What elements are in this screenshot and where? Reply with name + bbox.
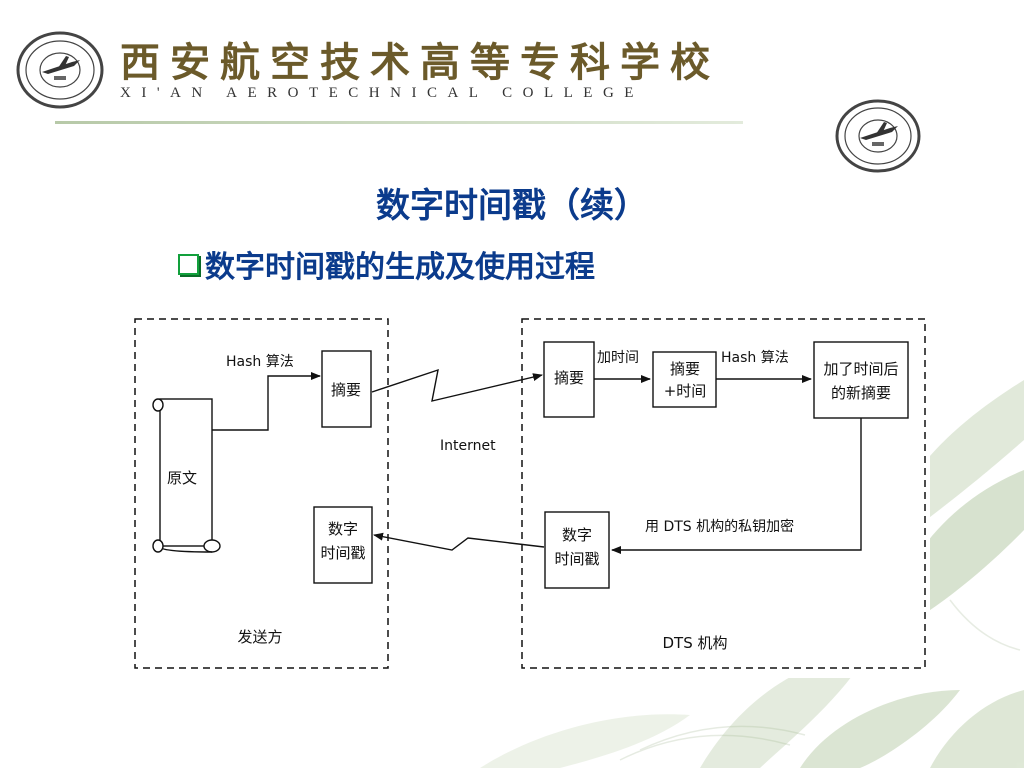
dts-timestamp-box [544, 511, 610, 589]
college-name-english: XI'AN AEROTECHNICAL COLLEGE [120, 85, 644, 101]
sender-timestamp-line1: 数字 [328, 520, 358, 538]
sender-region [134, 318, 389, 669]
dts-region [521, 318, 926, 669]
new-digest-line2: 的新摘要 [831, 384, 891, 402]
hash-algorithm-label-1: Hash 算法 [226, 354, 294, 370]
encrypt-label: 用 DTS 机构的私钥加密 [645, 518, 794, 535]
encrypt-arrow [611, 418, 862, 554]
college-seal-logo-right [834, 98, 922, 174]
header-divider [55, 121, 743, 124]
original-document-scroll [152, 398, 221, 553]
sender-digest-box [321, 350, 372, 428]
internet-label: Internet [440, 438, 496, 454]
college-seal-logo [14, 30, 106, 110]
timestamp-flow-diagram: 原文 摘要 Hash 算法 数字 时间戳 Internet 摘要 加时间 摘要 … [120, 302, 930, 678]
dts-timestamp-line1: 数字 [562, 526, 592, 544]
bullet-point: 数字时间戳的生成及使用过程 [178, 242, 595, 286]
college-name-chinese: 西安航空技术高等专科学校 [120, 39, 720, 86]
hash-algorithm-label-2: Hash 算法 [721, 350, 789, 366]
sender-timestamp-line2: 时间戳 [320, 544, 365, 562]
add-time-label: 加时间 [597, 350, 639, 366]
digest-plus-time-line2: +时间 [664, 382, 707, 400]
digest-plus-time-box [652, 351, 717, 408]
original-document-label: 原文 [167, 469, 197, 487]
digest-plus-time-line1: 摘要 [670, 360, 700, 378]
internet-arrow-to-sender [373, 532, 545, 551]
bullet-text: 数字时间戳的生成及使用过程 [205, 250, 595, 285]
internet-arrow-to-dts [371, 368, 543, 402]
hash-arrow-1 [212, 372, 321, 431]
new-digest-box [813, 341, 909, 419]
dts-region-label: DTS 机构 [662, 634, 727, 652]
new-digest-line1: 加了时间后 [823, 360, 898, 378]
dts-timestamp-line2: 时间戳 [554, 550, 599, 568]
dts-digest-label: 摘要 [554, 369, 584, 387]
checkbox-bullet-icon [178, 254, 199, 275]
sender-region-label: 发送方 [237, 628, 282, 646]
sender-digest-label: 摘要 [331, 381, 361, 399]
sender-timestamp-box [313, 506, 373, 584]
slide-title: 数字时间戳（续） [376, 186, 648, 226]
